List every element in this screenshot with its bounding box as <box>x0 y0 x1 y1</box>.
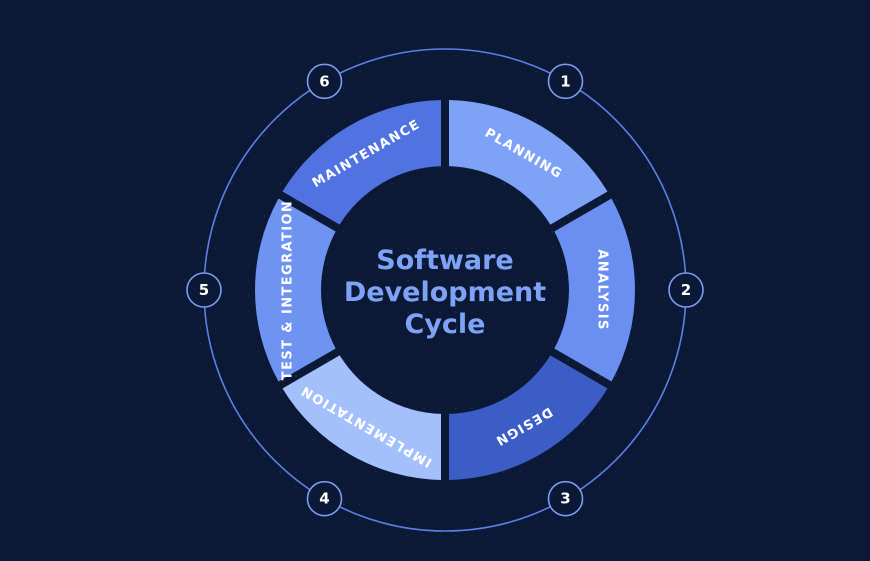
title-line-2: Development <box>344 277 546 308</box>
step-badge-5: 5 <box>186 272 222 308</box>
center-title: Software Development Cycle <box>344 245 546 340</box>
segment-test-and-integration <box>255 198 336 382</box>
segment-implementation <box>282 355 442 480</box>
step-badge-6: 6 <box>306 63 343 100</box>
step-badge-3: 3 <box>547 480 584 517</box>
step-number: 4 <box>319 490 329 508</box>
segment-ring <box>255 100 636 480</box>
step-number: 5 <box>199 281 209 299</box>
title-line-3: Cycle <box>405 309 486 340</box>
step-number: 1 <box>560 72 570 90</box>
step-badge-circle <box>186 272 222 308</box>
segment-label-test-and-integration: TEST & INTEGRATION <box>281 200 296 380</box>
segment-planning <box>448 100 608 225</box>
step-badges: 1 2 3 4 5 6 <box>186 63 704 517</box>
segment-label-analysis: ANALYSIS <box>595 249 610 330</box>
segment-design <box>448 355 608 480</box>
step-badge-2: 2 <box>668 272 704 308</box>
step-number: 3 <box>560 490 570 508</box>
segment-analysis <box>554 198 636 382</box>
step-badge-circle <box>306 480 343 517</box>
step-badge-circle <box>668 272 704 308</box>
step-badge-circle <box>306 63 343 100</box>
title-line-1: Software <box>376 245 513 276</box>
step-badge-4: 4 <box>306 480 343 517</box>
step-number: 6 <box>319 72 329 90</box>
step-badge-circle <box>547 480 584 517</box>
step-badge-1: 1 <box>547 63 584 100</box>
step-number: 2 <box>681 281 691 299</box>
segment-maintenance <box>282 100 442 225</box>
step-badge-circle <box>547 63 584 100</box>
